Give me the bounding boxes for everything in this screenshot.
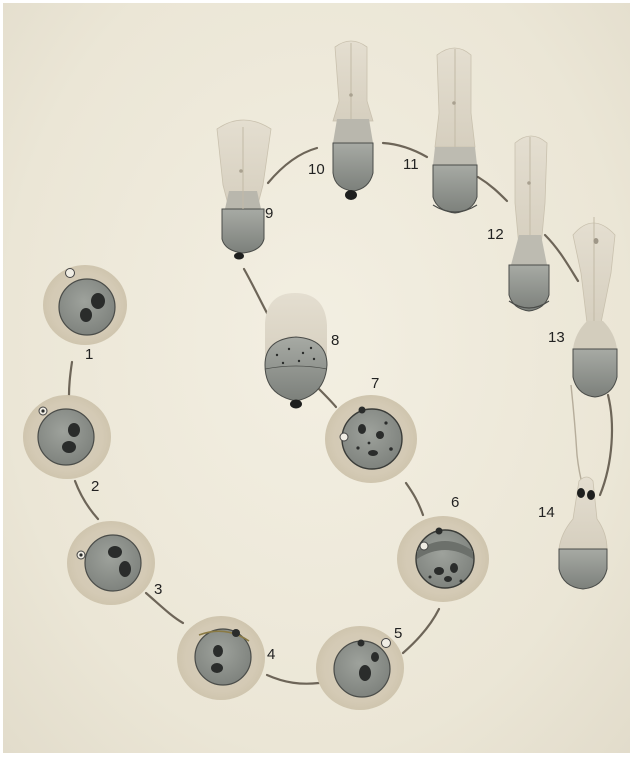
stage-label-3: 3 (154, 582, 162, 597)
stage-14-spermatozoon (559, 385, 607, 589)
stage-label-7: 7 (371, 376, 379, 391)
connector-6-7 (406, 483, 423, 515)
stage-label-4: 4 (267, 647, 275, 662)
stage-8-spermatid (265, 293, 327, 409)
stage-label-5: 5 (394, 626, 402, 641)
stage-label-11: 11 (403, 157, 419, 172)
stage-1-cell (43, 265, 127, 345)
stage-12-spermatid (509, 136, 549, 311)
stage-label-1: 1 (85, 347, 93, 362)
stage-label-9: 9 (265, 206, 273, 221)
stage-4-cell (177, 616, 265, 700)
connector-12-13 (545, 235, 578, 281)
stage-5-cell (316, 626, 404, 710)
connector-3-4 (146, 593, 183, 623)
stage-7-cell (325, 395, 417, 483)
connector-4-5 (267, 675, 319, 684)
stage-2-cell (23, 395, 111, 479)
stage-label-10: 10 (308, 162, 325, 177)
connector-1-2 (69, 362, 72, 395)
connector-5-6 (403, 609, 439, 653)
connector-11-12 (478, 177, 507, 201)
connector-13-14 (600, 395, 612, 495)
stage-9-spermatid (217, 120, 271, 260)
stage-label-12: 12 (487, 227, 504, 242)
connector-8-9 (244, 269, 268, 315)
stage-13-spermatozoon (573, 217, 617, 397)
stage-label-6: 6 (451, 495, 459, 510)
connector-10-11 (383, 143, 427, 157)
stage-label-13: 13 (548, 330, 565, 345)
stage-label-14: 14 (538, 505, 555, 520)
stage-10-spermatid (333, 41, 373, 200)
stage-6-cell (397, 516, 489, 602)
spermatogenesis-spiral-diagram (3, 3, 633, 759)
stage-3-cell (67, 521, 155, 605)
stage-label-8: 8 (331, 333, 339, 348)
stage-11-spermatid (433, 48, 477, 213)
stage-label-2: 2 (91, 479, 99, 494)
connector-7-8 (319, 389, 336, 407)
